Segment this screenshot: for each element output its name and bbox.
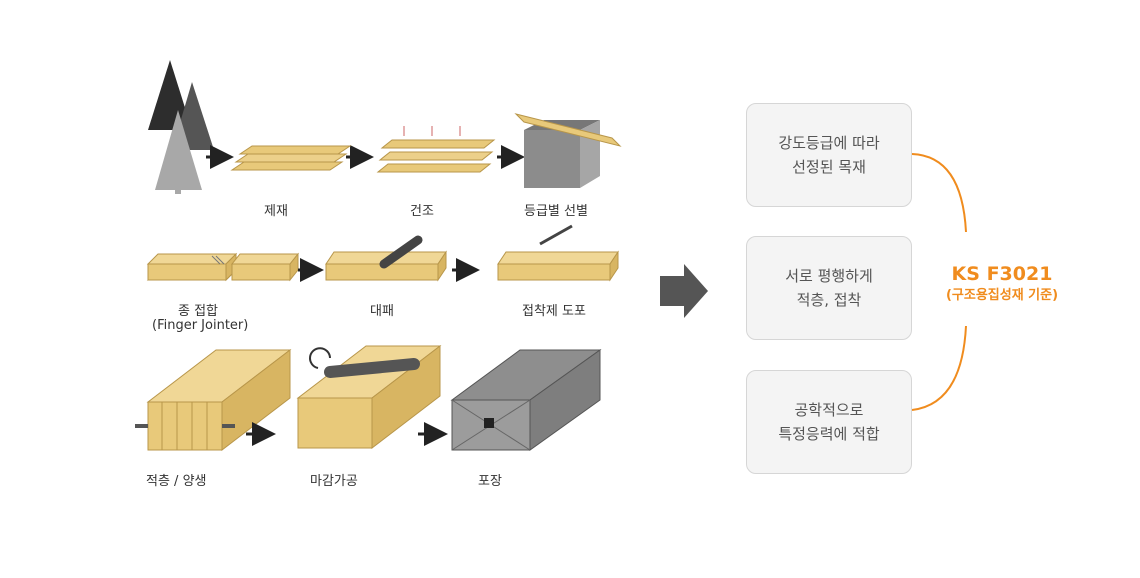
tree-icon (148, 60, 214, 194)
sawn-boards-image (230, 145, 352, 171)
requirement-box: 공학적으로 특정응력에 적합 (746, 370, 912, 474)
caption-finishing: 마감가공 (310, 474, 358, 489)
caption-finger-joint-en: (Finger Jointer) (152, 318, 249, 333)
caption-packaging: 포장 (478, 474, 502, 489)
grading-machine-image (514, 113, 622, 188)
bracket-top (911, 153, 967, 233)
caption-sawing: 제재 (264, 204, 288, 219)
requirement-box: 서로 평행하게 적층, 접착 (746, 236, 912, 340)
finishing-image (296, 344, 442, 450)
standard-name: (구조용집성재 기준) (945, 288, 1059, 303)
caption-glue-spreading: 접착제 도포 (522, 304, 586, 319)
bracket-bottom (911, 325, 967, 411)
requirement-box: 강도등급에 따라 선정된 목재 (746, 103, 912, 207)
caption-finger-joint: 종 접합 (178, 304, 219, 319)
requirement-line: 선정된 목재 (792, 158, 866, 176)
large-arrow-icon (660, 264, 708, 318)
standard-label: KS F3021 (구조용집성재 기준) (922, 262, 1082, 306)
drying-stack-image (376, 126, 496, 173)
requirement-line: 특정응력에 적합 (778, 425, 880, 443)
requirement-line: 적층, 접착 (796, 291, 862, 309)
caption-grading: 등급별 선별 (524, 204, 588, 219)
requirement-line: 서로 평행하게 (785, 267, 873, 285)
laminated-beam-image (135, 348, 292, 452)
standard-code: KS F3021 (951, 263, 1053, 285)
caption-planing: 대패 (370, 304, 394, 319)
glue-spreading-image (497, 224, 619, 282)
caption-drying: 건조 (410, 204, 434, 219)
planing-image (325, 235, 447, 282)
packaging-image (450, 349, 602, 451)
caption-laminating: 적층 / 양생 (146, 474, 207, 489)
requirement-line: 강도등급에 따라 (778, 134, 880, 152)
requirement-line: 공학적으로 (794, 401, 864, 419)
finger-joint-image (146, 252, 300, 282)
